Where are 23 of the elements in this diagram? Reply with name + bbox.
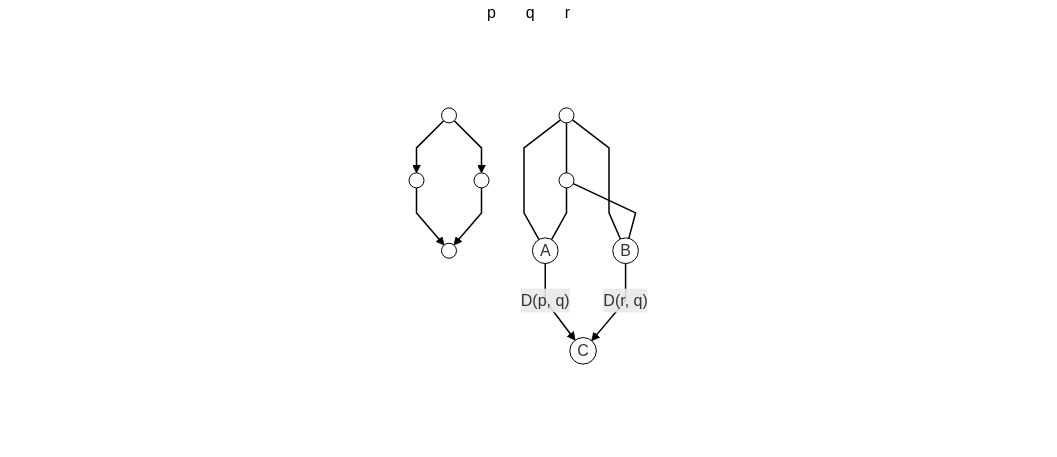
node-circle: B — [612, 237, 639, 265]
arrow — [412, 119, 445, 174]
node-circle — [558, 107, 575, 124]
node-circle — [441, 242, 458, 259]
arrow — [453, 119, 486, 174]
node-circle — [473, 172, 490, 189]
connector — [550, 187, 568, 241]
region-label: q — [525, 4, 535, 22]
connector — [571, 119, 622, 240]
node-circle — [558, 172, 575, 189]
edge-label: D(r, q) — [603, 291, 648, 309]
node-circle: C — [569, 337, 597, 365]
connector — [572, 182, 637, 240]
node-circle — [408, 172, 425, 189]
connector — [523, 119, 562, 241]
node-circle — [441, 107, 458, 124]
region-label: r — [564, 4, 571, 22]
connector — [565, 122, 568, 174]
node-circle: A — [532, 237, 559, 265]
region-label: p — [486, 4, 496, 22]
arrow — [453, 187, 483, 246]
edge-label: D(p, q) — [520, 291, 570, 309]
arrow — [415, 187, 445, 246]
